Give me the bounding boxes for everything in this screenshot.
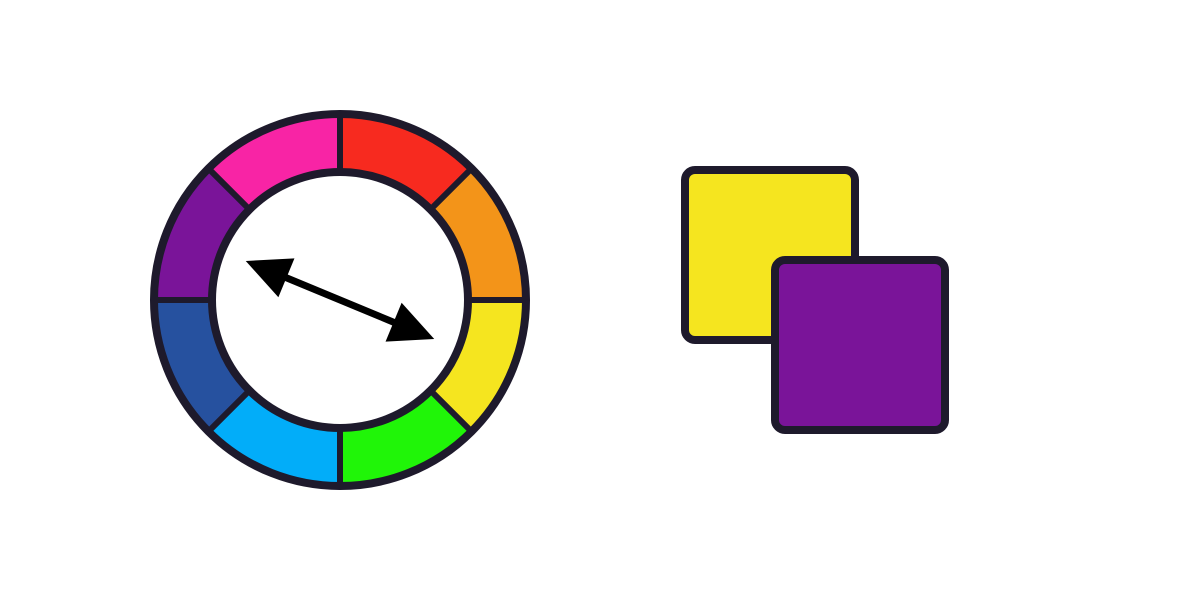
- wheel-segment-magenta: [208, 114, 340, 210]
- color-wheel-segments: [154, 114, 526, 486]
- wheel-divider: [428, 388, 474, 434]
- wheel-divider: [428, 166, 474, 212]
- violet-swatch: [771, 256, 949, 434]
- wheel-segment-orange: [430, 168, 526, 300]
- wheel-divider: [206, 388, 252, 434]
- color-wheel-dividers: [154, 114, 526, 486]
- wheel-segment-yellow: [430, 300, 526, 432]
- double-headed-arrow-icon: [245, 258, 435, 342]
- arrow-head-start: [245, 258, 295, 298]
- arrow-head-end: [385, 302, 435, 342]
- wheel-segment-blue: [208, 390, 340, 486]
- wheel-segment-indigo: [154, 300, 250, 432]
- wheel-segment-red: [340, 114, 472, 210]
- arrow-shaft: [281, 273, 399, 327]
- wheel-segment-violet: [154, 168, 250, 300]
- wheel-divider: [206, 166, 252, 212]
- wheel-segment-green: [340, 390, 472, 486]
